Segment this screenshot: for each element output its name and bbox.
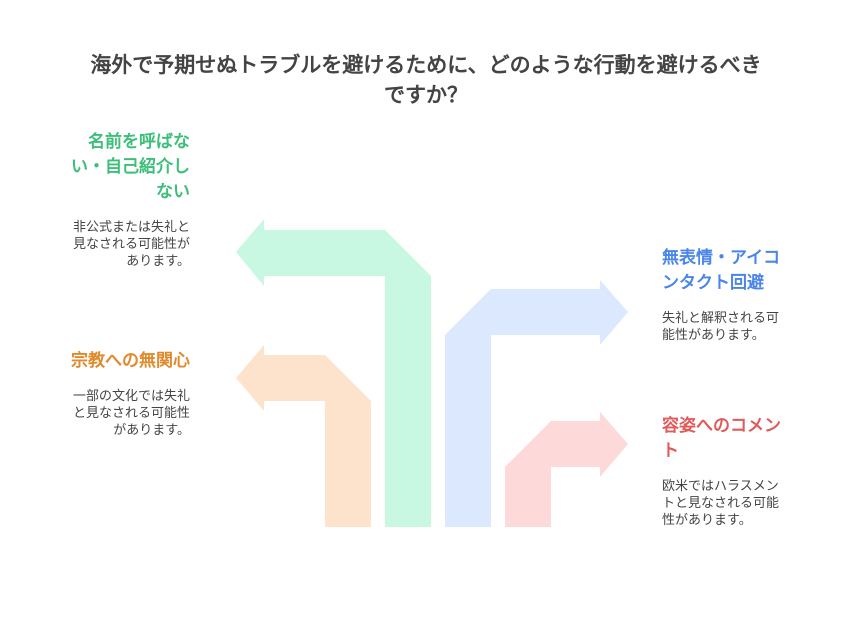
item-description: 欧米ではハラスメン トと見なされる可能 性があります。 <box>662 479 780 528</box>
item-heading: 宗教への無関心 <box>71 351 190 371</box>
title-line-1: 海外で予期せぬトラブルを避けるために、どのような行動を避けるべき <box>90 53 762 77</box>
item-religion: 宗教への無関心 一部の文化では失礼 と見なされる可能性 があります。 <box>30 349 190 439</box>
item-heading: 名前を呼ばな い・自己紹介し ない <box>71 132 190 202</box>
page-title: 海外で予期せぬトラブルを避けるために、どのような行動を避けるべき ですか？ <box>0 50 852 110</box>
arrow-name-avoidance <box>236 219 431 527</box>
item-appearance-comment: 容姿へのコメン ト 欧米ではハラスメン トと見なされる可能 性があります。 <box>662 414 822 529</box>
item-description: 失礼と解釈される可 能性があります。 <box>662 311 780 343</box>
item-heading: 容姿へのコメン ト <box>662 416 781 461</box>
arrow-eye-contact <box>445 280 628 527</box>
arrow-religion <box>236 345 371 527</box>
item-description: 一部の文化では失礼 と見なされる可能性 があります。 <box>72 389 190 438</box>
title-line-2: ですか？ <box>384 83 468 107</box>
arrow-appearance <box>505 412 628 527</box>
item-eye-contact: 無表情・アイコ ンタクト回避 失礼と解釈される可 能性があります。 <box>662 246 822 344</box>
item-heading: 無表情・アイコ ンタクト回避 <box>662 248 781 293</box>
item-name-introduction: 名前を呼ばな い・自己紹介し ない 非公式または失礼と 見なされる可能性が あり… <box>30 130 190 270</box>
item-description: 非公式または失礼と 見なされる可能性が あります。 <box>72 220 190 269</box>
